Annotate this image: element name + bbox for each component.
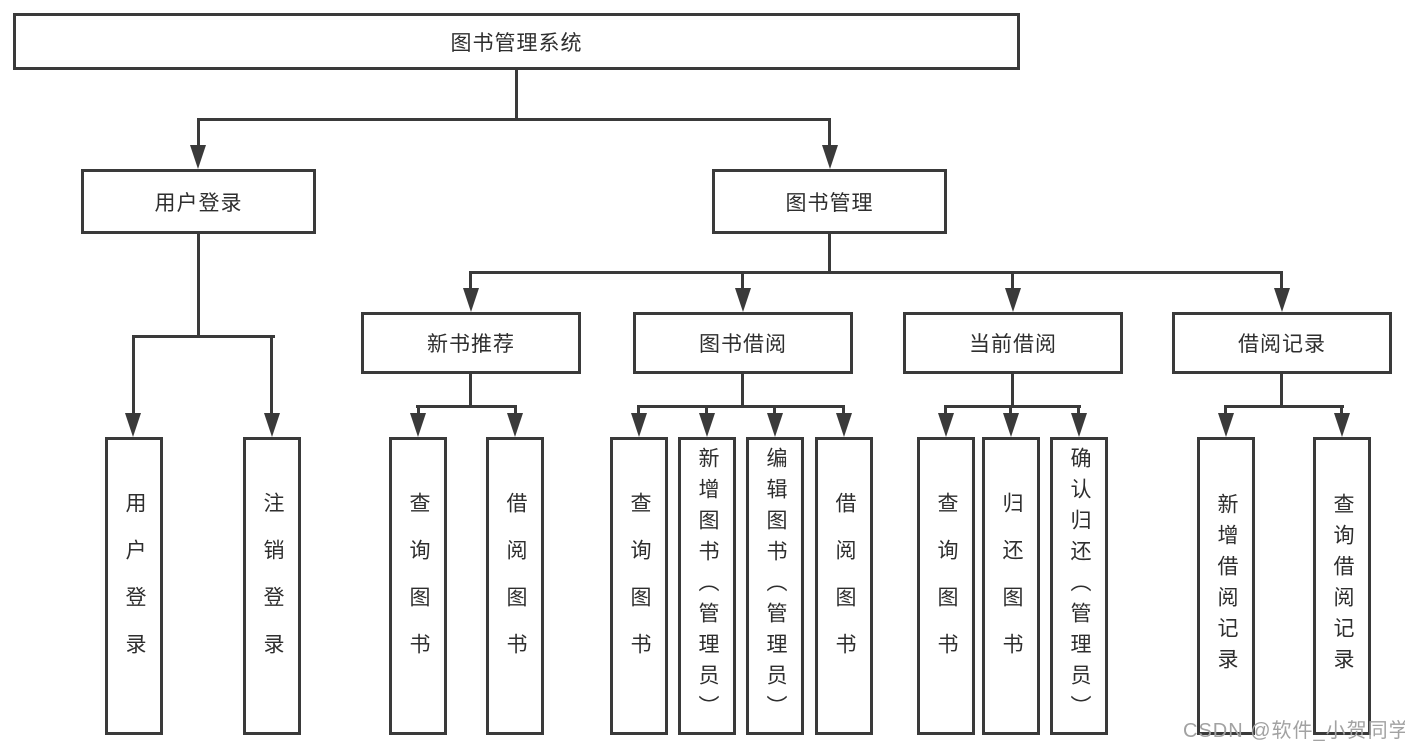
node-borrow-records: 借阅记录: [1172, 312, 1392, 374]
connector-leaf-stem: [417, 408, 420, 416]
node-label: 新书推荐: [427, 333, 515, 356]
arrow-down-icon: [190, 145, 206, 169]
node-user-login-leaf: 用户登录: [105, 437, 163, 735]
connector-borrow-stem: [741, 374, 744, 408]
node-borrow-add-books-admin: 新增图书（管理员）: [678, 437, 736, 735]
connector-leaf-stem: [1224, 408, 1227, 416]
connector-current-stem: [1011, 374, 1014, 408]
connector-to-newbooks-stem: [469, 274, 472, 290]
arrow-down-icon: [507, 413, 523, 437]
node-newbooks-borrow-books: 借阅图书: [486, 437, 544, 735]
node-records-add-record: 新增借阅记录: [1197, 437, 1255, 735]
connector-to-login-stem: [197, 121, 200, 148]
connector-leaf-stem: [637, 408, 640, 416]
node-new-book-recommend: 新书推荐: [361, 312, 581, 374]
connector-to-borrow-stem: [741, 274, 744, 290]
connector-login-stem: [197, 234, 200, 338]
node-current-return-books: 归还图书: [982, 437, 1040, 735]
arrow-down-icon: [822, 145, 838, 169]
arrow-down-icon: [767, 413, 783, 437]
connector-current-hbar: [944, 405, 1081, 408]
node-current-confirm-return-admin: 确认归还（管理员）: [1050, 437, 1108, 735]
node-user-login: 用户登录: [81, 169, 316, 234]
node-current-query-books: 查询图书: [917, 437, 975, 735]
connector-leaf-stem: [1009, 408, 1012, 416]
node-label: 用户登录: [154, 191, 243, 215]
connector-root-hbar: [197, 118, 831, 121]
csdn-watermark: CSDN @软件_小贺同学: [1183, 720, 1405, 742]
connector-root-stem: [515, 70, 518, 121]
arrow-down-icon: [938, 413, 954, 437]
node-root-library-system: 图书管理系统: [13, 13, 1020, 70]
node-label: 借阅记录: [1238, 333, 1326, 356]
node-current-borrow: 当前借阅: [903, 312, 1123, 374]
arrow-down-icon: [1003, 413, 1019, 437]
arrow-down-icon: [264, 413, 280, 437]
connector-leaf-stem: [705, 408, 708, 416]
arrow-down-icon: [699, 413, 715, 437]
connector-leaf-stem: [842, 408, 845, 416]
node-label: 图书管理系统: [450, 31, 583, 55]
node-book-borrow: 图书借阅: [633, 312, 853, 374]
node-label: 图书管理: [785, 191, 874, 215]
arrow-down-icon: [735, 288, 751, 312]
node-borrow-edit-books-admin: 编辑图书（管理员）: [746, 437, 804, 735]
node-newbooks-query-books: 查询图书: [389, 437, 447, 735]
arrow-down-icon: [1274, 288, 1290, 312]
arrow-down-icon: [463, 288, 479, 312]
node-borrow-borrow-books: 借阅图书: [815, 437, 873, 735]
arrow-down-icon: [1334, 413, 1350, 437]
arrow-down-icon: [1071, 413, 1087, 437]
connector-newbooks-stem: [469, 374, 472, 408]
connector-leaf-stem: [1077, 408, 1080, 416]
node-label: 当前借阅: [969, 333, 1057, 356]
arrow-down-icon: [1005, 288, 1021, 312]
connector-leaf-stem: [773, 408, 776, 416]
connector-borrow-hbar: [637, 405, 845, 408]
connector-to-records-stem: [1280, 274, 1283, 290]
connector-records-stem: [1280, 374, 1283, 408]
connector-login-leaf2-stem: [270, 338, 273, 416]
connector-newbooks-hbar: [416, 405, 517, 408]
connector-records-hbar: [1224, 405, 1344, 408]
arrow-down-icon: [836, 413, 852, 437]
node-borrow-query-books: 查询图书: [610, 437, 668, 735]
node-logout-leaf: 注销登录: [243, 437, 301, 735]
connector-to-current-stem: [1011, 274, 1014, 290]
connector-leaf-stem: [944, 408, 947, 416]
connector-mgmt-stem: [828, 234, 831, 274]
arrow-down-icon: [410, 413, 426, 437]
connector-leaf-stem: [1340, 408, 1343, 416]
node-records-query-record: 查询借阅记录: [1313, 437, 1371, 735]
connector-login-leaf1-stem: [132, 338, 135, 416]
connector-leaf-stem: [514, 408, 517, 416]
node-label: 图书借阅: [699, 333, 787, 356]
connector-mgmt-hbar: [469, 271, 1283, 274]
arrow-down-icon: [125, 413, 141, 437]
arrow-down-icon: [631, 413, 647, 437]
node-book-management: 图书管理: [712, 169, 947, 234]
connector-login-hbar: [132, 335, 275, 338]
arrow-down-icon: [1218, 413, 1234, 437]
connector-to-mgmt-stem: [828, 121, 831, 148]
